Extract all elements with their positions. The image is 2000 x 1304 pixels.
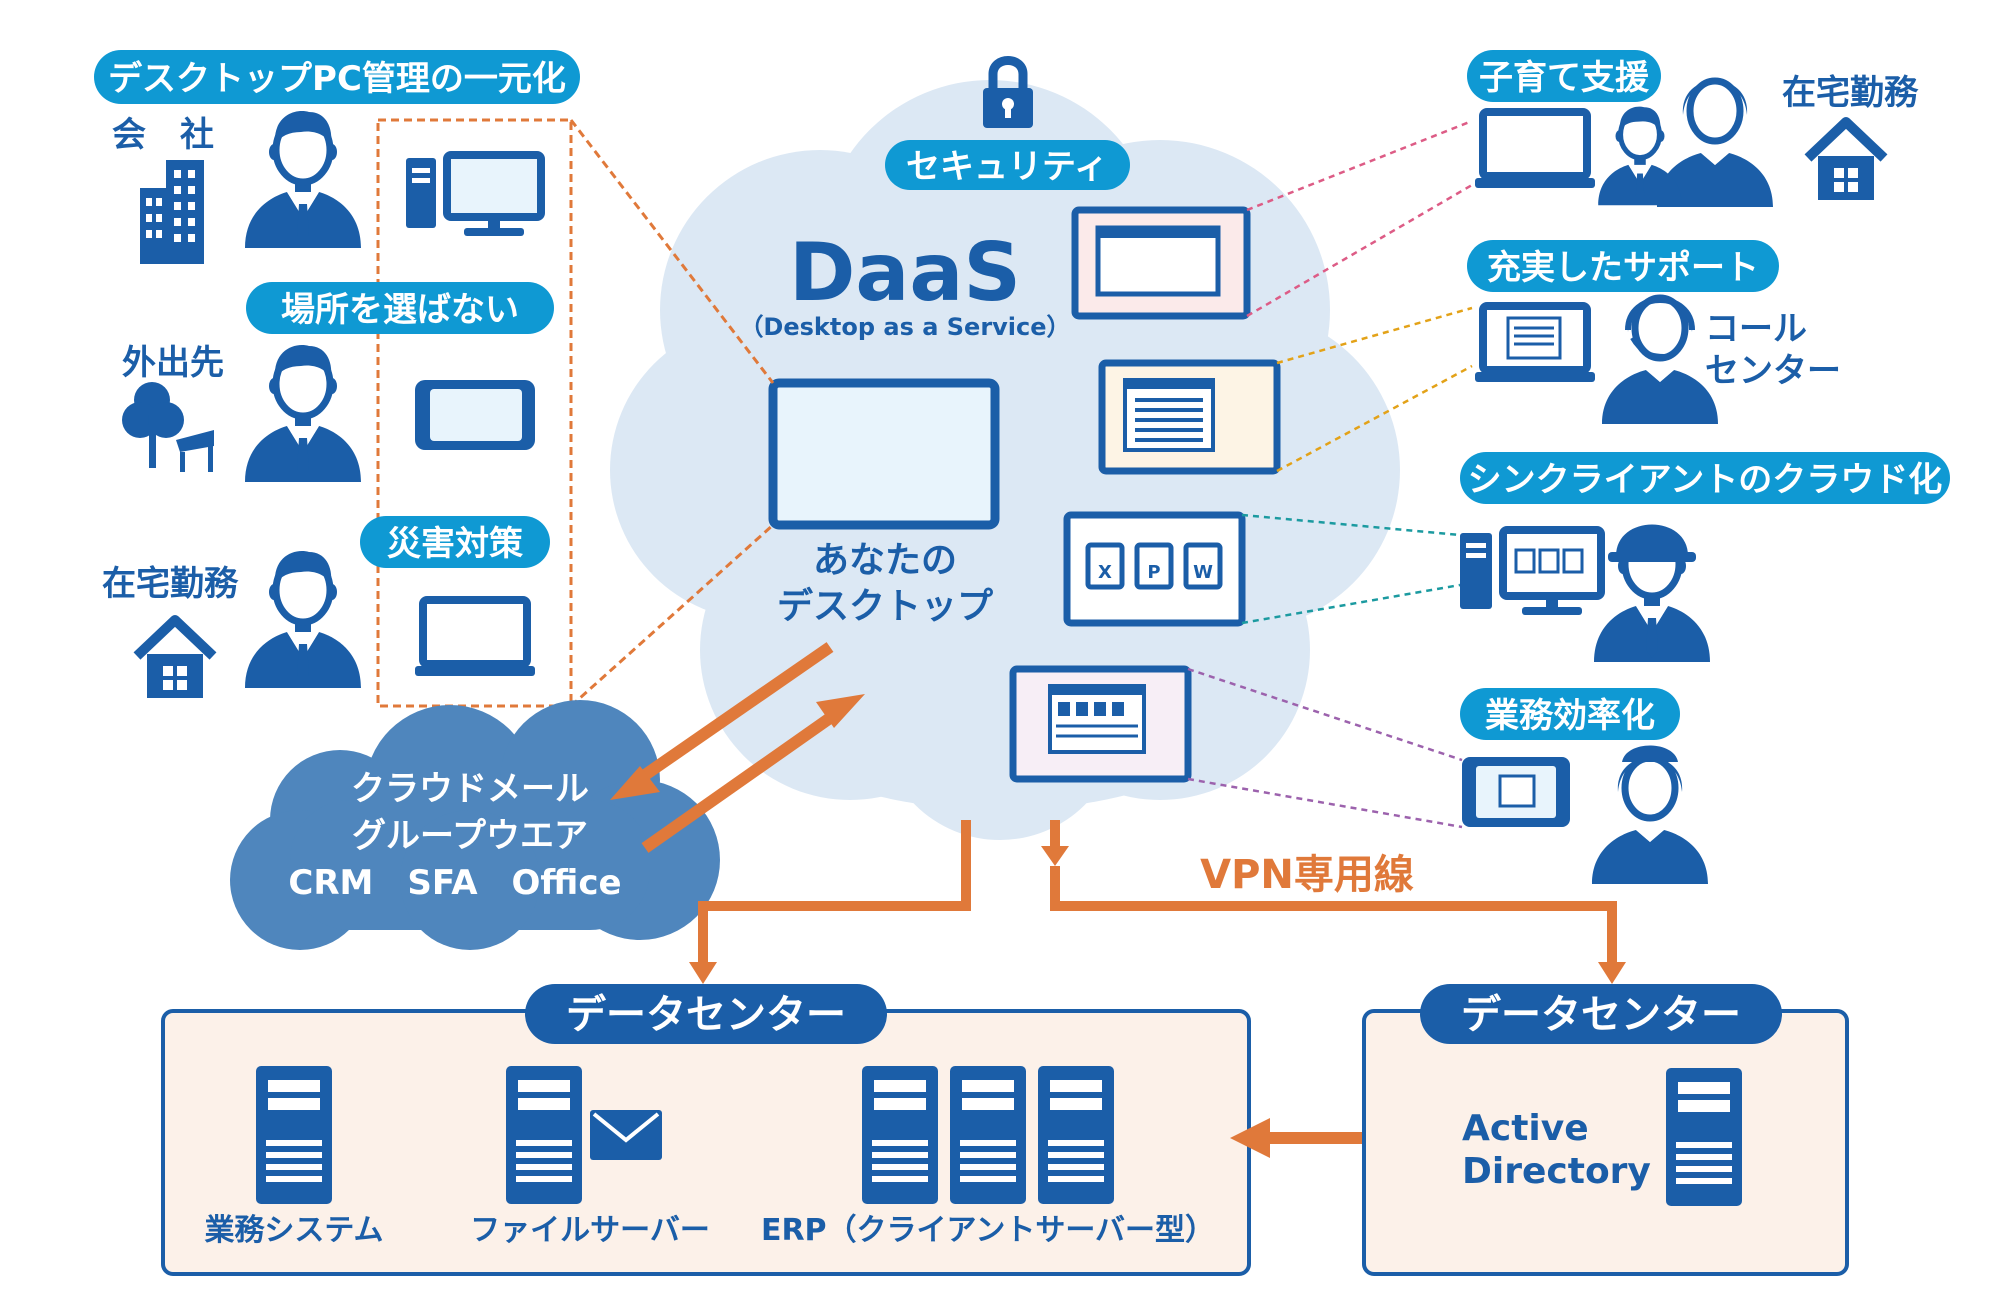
screen-office-apps: X P W xyxy=(1063,511,1246,627)
thinclient-label: シンクライアントのクラウド化 xyxy=(1468,460,1943,500)
childcare-label: 子育て支援 xyxy=(1479,58,1650,98)
left-title-label: デスクトップPC管理の一元化 xyxy=(108,59,566,99)
disaster-label: 災害対策 xyxy=(387,524,523,564)
screen-document xyxy=(1098,359,1281,475)
thinclient-pill: シンクライアントのクラウド化 xyxy=(1460,452,1950,504)
efficiency-label: 業務効率化 xyxy=(1485,696,1655,736)
headset-operator-icon xyxy=(1602,298,1718,425)
screen-schedule xyxy=(1009,665,1192,783)
erp-server-icon-2 xyxy=(950,1066,1026,1204)
desktop-label-line2: デスクトップ xyxy=(777,585,993,627)
powerpoint-icon: P xyxy=(1134,542,1174,590)
laptop-icon-support xyxy=(1475,302,1595,382)
datacenter-sub: データセンター Active Directory xyxy=(1362,984,1849,1276)
business-system-label: 業務システム xyxy=(204,1213,383,1248)
callcenter-label-line1: コール xyxy=(1705,309,1807,349)
excel-icon: X xyxy=(1085,542,1125,590)
vpn-lines xyxy=(689,820,1626,984)
erp-label: ERP（クライアントサーバー型） xyxy=(761,1213,1215,1248)
file-server-label: ファイルサーバー xyxy=(470,1213,710,1248)
frame-connector-top xyxy=(569,119,775,384)
childcare-pill: 子育て支援 xyxy=(1467,50,1661,102)
word-icon: W xyxy=(1183,542,1223,590)
tablet-icon-right xyxy=(1462,757,1570,827)
crm-sfa-office-label: CRM SFA Office xyxy=(288,863,621,903)
desktop-label-line1: あなたの xyxy=(813,540,957,581)
park-icon xyxy=(122,382,214,472)
home-label-right: 在宅勤務 xyxy=(1782,73,1919,113)
svg-text:W: W xyxy=(1193,562,1213,583)
active-directory-server-icon xyxy=(1666,1068,1742,1206)
building-icon xyxy=(140,160,204,264)
device-frame xyxy=(376,118,573,708)
anywhere-label: 場所を選ばない xyxy=(281,290,519,330)
anywhere-pill: 場所を選ばない xyxy=(246,282,554,334)
datacenter-sub-title: データセンター xyxy=(1461,992,1741,1038)
laptop-icon-childcare xyxy=(1475,112,1595,188)
mail-icon xyxy=(590,1110,662,1160)
office-label: 会 社 xyxy=(112,115,214,155)
outside-label: 外出先 xyxy=(122,343,224,383)
mobile-worker-icon xyxy=(245,345,361,482)
active-directory-label-line1: Active xyxy=(1462,1108,1589,1149)
disaster-pill: 災害対策 xyxy=(360,516,550,568)
sync-arrows xyxy=(610,642,865,853)
daas-cloud xyxy=(610,80,1400,840)
efficiency-pill: 業務効率化 xyxy=(1460,688,1680,740)
callcenter-label-line2: センター xyxy=(1705,351,1841,391)
active-directory-label-line2: Directory xyxy=(1462,1151,1651,1192)
your-desktop-monitor xyxy=(768,378,1000,530)
frame-connector-bottom xyxy=(569,523,775,708)
svg-text:P: P xyxy=(1147,562,1160,583)
house-icon-left xyxy=(137,620,213,698)
tablet-icon xyxy=(415,380,535,450)
vpn-label: VPN専用線 xyxy=(1200,852,1414,898)
ad-to-main-arrow xyxy=(1230,1118,1362,1158)
home-label-left: 在宅勤務 xyxy=(102,564,239,604)
daas-title: DaaS xyxy=(789,226,1021,319)
security-pill: セキュリティ xyxy=(885,140,1130,190)
erp-server-icon-3 xyxy=(1038,1066,1114,1204)
thinclient-pc-icon xyxy=(1460,526,1605,615)
cloud-services: クラウドメール グループウエア CRM SFA Office xyxy=(230,700,720,950)
erp-server-icon-1 xyxy=(862,1066,938,1204)
support-pill: 充実したサポート xyxy=(1467,240,1779,292)
desktop-pc-icon xyxy=(406,151,545,236)
house-icon-right xyxy=(1808,122,1884,200)
laptop-icon-left xyxy=(415,600,535,676)
file-server-icon xyxy=(506,1066,582,1204)
datacenter-main-title: データセンター xyxy=(566,992,846,1038)
connector-lines xyxy=(1187,119,1473,829)
business-system-server-icon xyxy=(256,1066,332,1204)
daas-subtitle: （Desktop as a Service） xyxy=(739,313,1070,341)
groupware-label: グループウエア xyxy=(352,816,588,856)
support-label: 充実したサポート xyxy=(1487,248,1759,288)
left-title-pill: デスクトップPC管理の一元化 xyxy=(94,50,580,104)
lock-icon xyxy=(983,56,1033,128)
nurse-icon xyxy=(1592,745,1708,885)
screen-window xyxy=(1071,206,1251,320)
home-worker-icon xyxy=(245,551,361,688)
office-worker-icon xyxy=(245,111,361,248)
construction-worker-icon xyxy=(1594,525,1710,663)
security-label: セキュリティ xyxy=(906,147,1108,187)
datacenter-main: データセンター 業務システム ファイルサーバー ERP（クライアントサーバー型） xyxy=(161,984,1251,1276)
svg-text:X: X xyxy=(1098,562,1112,583)
cloud-mail-label: クラウドメール xyxy=(351,769,589,809)
